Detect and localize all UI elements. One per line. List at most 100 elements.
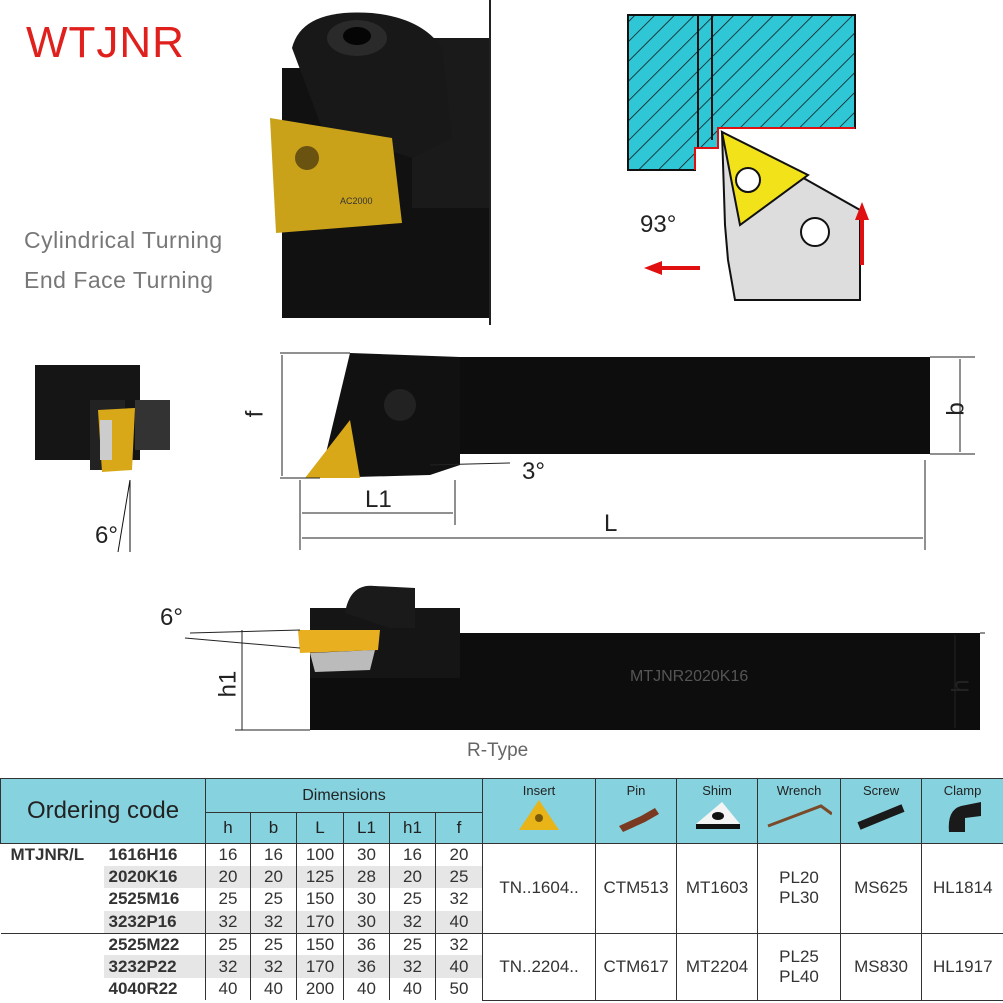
top-view-drawing (280, 352, 975, 550)
front-view-drawing: MTJNR2020K16 (184, 585, 985, 731)
dimension-value: 170 (296, 955, 344, 978)
dimension-value: 25 (250, 888, 297, 911)
dimension-value: 40 (343, 977, 390, 1001)
dimension-value: 30 (343, 843, 390, 866)
feature-cylindrical: Cylindrical Turning (24, 227, 223, 253)
product-title: WTJNR (26, 18, 185, 67)
wrench-icon (767, 804, 833, 828)
screw-value: MS625 (840, 843, 922, 934)
dimension-value: 20 (434, 843, 483, 866)
dimension-value: 40 (250, 977, 297, 1001)
dimension-value: 32 (205, 955, 251, 978)
empty-cell (1, 955, 104, 977)
screw-header: Screw (840, 778, 923, 844)
dim-b-header: b (250, 812, 297, 844)
side-view-drawing (35, 365, 170, 553)
dimension-value: 40 (434, 955, 483, 978)
dimension-value: 25 (205, 933, 251, 956)
shim-value: MT2204 (676, 933, 758, 1001)
dim-L-label: L (604, 510, 618, 537)
empty-cell (1, 978, 104, 1000)
dim-h-label: h (947, 679, 975, 693)
insert-marking: AC2000 (340, 196, 373, 206)
dimension-value: 32 (389, 955, 436, 978)
dimension-value: 100 (296, 843, 344, 866)
dimension-value: 16 (205, 843, 251, 866)
shim-header-label: Shim (702, 783, 732, 798)
dim-h1-label: h1 (214, 670, 242, 698)
screw-icon (857, 804, 905, 830)
dimension-value: 16 (389, 843, 436, 866)
dim-h1-header: h1 (389, 812, 436, 844)
dimension-value: 36 (343, 933, 390, 956)
wrench-value-1: PL20 (779, 868, 819, 888)
wrench-value-2: PL40 (779, 966, 819, 986)
insert-value: TN..1604.. (482, 843, 596, 934)
dimension-value: 25 (434, 865, 483, 889)
clamp-header-label: Clamp (943, 783, 982, 798)
ordering-code: 2525M22 (108, 934, 180, 954)
dimension-value: 32 (434, 888, 483, 911)
ordering-code: 4040R22 (108, 979, 178, 999)
divider (489, 0, 491, 325)
dimension-value: 32 (389, 910, 436, 934)
dimension-value: 40 (434, 910, 483, 934)
dimension-value: 25 (205, 888, 251, 911)
dimension-value: 40 (389, 977, 436, 1001)
dimension-value: 32 (250, 910, 297, 934)
empty-cell (1, 866, 104, 888)
dim-L-header: L (296, 812, 344, 844)
ordering-table: Ordering code Dimensions Insert Pin Shim… (0, 778, 1003, 1001)
dim-b-label: b (942, 402, 970, 416)
dimension-value: 16 (250, 843, 297, 866)
shim-icon (696, 802, 741, 829)
clamp-icon (948, 802, 981, 832)
dimension-value: 28 (343, 865, 390, 889)
angle-93-label: 93° (640, 211, 676, 238)
ordering-code: 3232P22 (103, 955, 206, 978)
dimension-value: 32 (434, 933, 483, 956)
dim-f-label: f (241, 410, 269, 418)
insert-header-label: Insert (522, 783, 556, 798)
series-prefix: MTJNR/L (10, 844, 85, 864)
dimension-value: 50 (434, 977, 483, 1001)
dim-h-header: h (205, 812, 251, 844)
dimension-value: 25 (250, 933, 297, 956)
type-label: R-Type (467, 740, 529, 761)
ordering-code: 1616H16 (108, 844, 178, 864)
tool-marking: MTJNR2020K16 (630, 668, 748, 685)
empty-cell (1, 888, 104, 910)
screw-value: MS830 (840, 933, 922, 1001)
dimension-value: 20 (250, 865, 297, 889)
clamp-value: HL1814 (921, 843, 1003, 934)
dimension-value: 20 (389, 865, 436, 889)
wrench-value-2: PL30 (779, 888, 819, 908)
dimension-value: 32 (250, 955, 297, 978)
pin-value: CTM617 (595, 933, 677, 1001)
pin-value: CTM513 (595, 843, 677, 934)
clamp-value: HL1917 (921, 933, 1003, 1001)
tool-holder-photo: AC2000 (270, 12, 490, 318)
ordering-code: 2020K16 (103, 865, 206, 889)
ordering-code: 3232P16 (103, 910, 206, 934)
dimension-value: 150 (296, 888, 344, 911)
empty-cell (1, 911, 104, 933)
dimension-value: 30 (343, 888, 390, 911)
dimension-value: 25 (389, 933, 436, 956)
dimensions-header: Dimensions (204, 778, 484, 813)
dimension-value: 170 (296, 910, 344, 934)
dim-L1-header: L1 (343, 812, 390, 844)
dimension-value: 32 (205, 910, 251, 934)
pin-header-label: Pin (626, 783, 646, 798)
insert-value: TN..2204.. (482, 933, 596, 1001)
screw-header-label: Screw (862, 783, 900, 798)
cutting-diagram: 93° (627, 14, 869, 301)
